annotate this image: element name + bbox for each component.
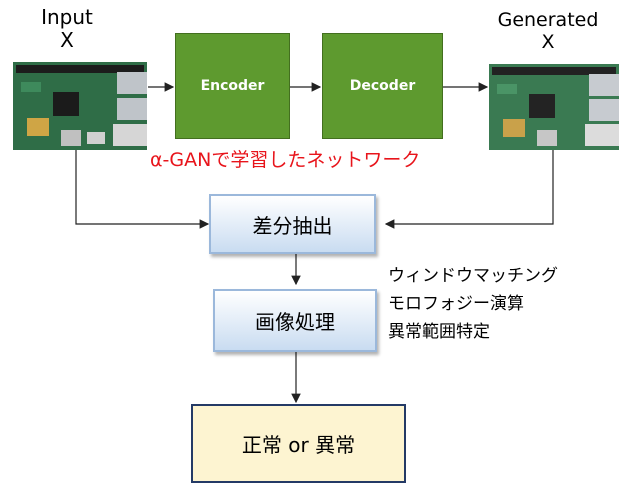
network-label: α-GANで学習したネットワーク [150,149,421,171]
note-window-matching: ウィンドウマッチング [388,266,558,286]
processing-notes: ウィンドウマッチング モロフォジー演算 異常範囲特定 [388,262,558,346]
input-title: Input [41,5,93,29]
input-var: X [60,28,74,52]
generated-title: Generated [497,9,599,31]
input-board-image [13,62,147,150]
input-label: Input X [22,6,112,52]
image-processing-box: 画像処理 [213,289,377,352]
diff-extraction-box: 差分抽出 [209,194,376,254]
decoder-box: Decoder [322,33,443,139]
note-morphology: モロフォジー演算 [388,294,524,314]
encoder-box: Encoder [175,33,290,139]
arrow-input-to-diff [75,150,210,229]
generated-label: Generated X [478,9,618,54]
generated-board-image [489,64,619,150]
note-anomaly-range: 異常範囲特定 [388,322,490,342]
generated-var: X [541,30,555,53]
result-box: 正常 or 異常 [191,404,406,483]
arrow-generated-to-diff [384,150,554,229]
